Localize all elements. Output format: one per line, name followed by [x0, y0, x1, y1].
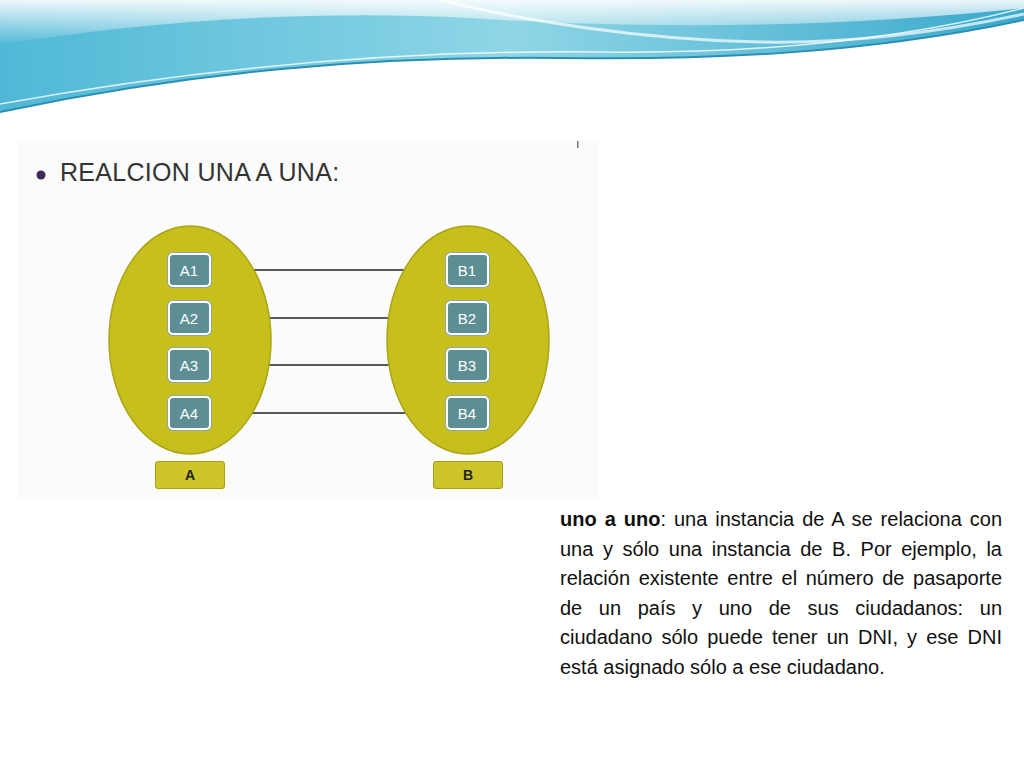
instance-box: B4 — [446, 396, 489, 430]
set-label: B — [433, 461, 503, 489]
set-ellipse: AA1A2A3A4 — [108, 225, 272, 455]
tick-mark — [577, 141, 579, 149]
instance-box: B2 — [446, 301, 489, 335]
description-text: uno a uno: una instancia de A se relacio… — [560, 505, 1002, 683]
header-wave — [0, 0, 1024, 130]
instance-name: A1 — [180, 262, 198, 279]
bullet-dot — [34, 168, 48, 182]
instance-name: A4 — [180, 405, 198, 422]
instance-box: B1 — [446, 253, 489, 287]
instance-box: A3 — [168, 348, 211, 382]
slide-title: REALCION UNA A UNA: — [60, 158, 339, 187]
instance-name: A3 — [180, 357, 198, 374]
set-name: B — [463, 467, 473, 483]
instance-box: A4 — [168, 396, 211, 430]
instance-box: A1 — [168, 253, 211, 287]
instance-name: B4 — [458, 405, 476, 422]
set-ellipse: BB1B2B3B4 — [386, 225, 550, 455]
instance-name: B1 — [458, 262, 476, 279]
set-name: A — [185, 467, 195, 483]
instance-box: A2 — [168, 301, 211, 335]
instance-name: B2 — [458, 310, 476, 327]
definition-text: : una instancia de A se relaciona con un… — [560, 508, 1002, 678]
instance-box: B3 — [446, 348, 489, 382]
instance-name: B3 — [458, 357, 476, 374]
term-bold: uno a uno — [560, 508, 660, 530]
instance-name: A2 — [180, 310, 198, 327]
set-label: A — [155, 461, 225, 489]
